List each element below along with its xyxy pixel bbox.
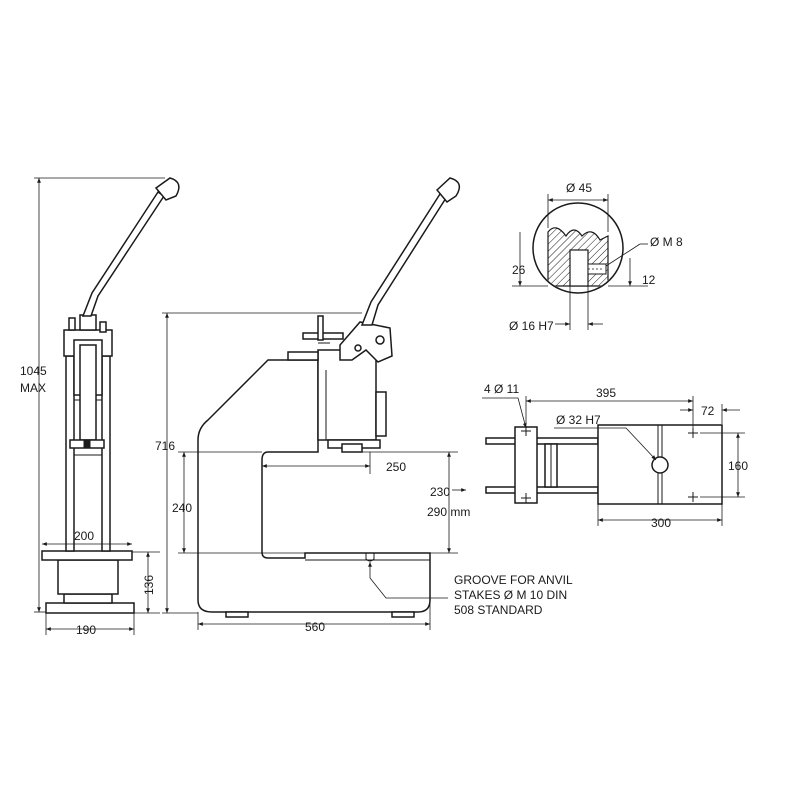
side-foot-right — [391, 611, 415, 618]
side-head-cover — [375, 391, 387, 437]
plan-edge: 72 — [701, 404, 715, 418]
side-lever-arm — [360, 192, 448, 326]
dim-base-length: 560 — [305, 620, 325, 634]
detail-depth: 26 — [512, 263, 526, 277]
side-foot-left — [225, 611, 249, 618]
dim-base-width-front: 190 — [76, 623, 96, 637]
groove-note-line3: 508 STANDARD — [454, 603, 543, 617]
dim-base-height: 136 — [142, 575, 156, 595]
side-lever-knob — [435, 177, 461, 203]
front-column-right — [101, 355, 111, 552]
plan-arm-top — [485, 437, 599, 445]
front-lever-knob — [154, 177, 180, 201]
dim-stroke-max: 290 mm — [427, 505, 470, 519]
front-lever-arm — [81, 190, 166, 317]
dim-height-side: 716 — [155, 439, 175, 453]
plan-mount-block — [514, 426, 538, 504]
dim-throat-height: 240 — [172, 501, 192, 515]
detail-bore — [569, 249, 589, 287]
plan-arm-bottom — [485, 486, 599, 494]
dim-height-total: 1045 — [20, 364, 47, 378]
plan-holes: 4 Ø 11 — [484, 382, 519, 396]
dim-stroke-min: 230 — [430, 485, 450, 499]
front-column-left — [65, 355, 75, 552]
front-pedestal — [57, 559, 119, 595]
detail-thread-depth: 12 — [642, 273, 656, 287]
side-view: 716 240 250 230 290 mm 560 GROOVE FOR AN… — [155, 177, 573, 634]
dim-height-total-max: MAX — [20, 381, 46, 395]
front-stop-left — [68, 317, 76, 331]
plan-bore — [651, 456, 669, 474]
side-pivot-2 — [354, 344, 362, 352]
dim-throat-depth: 250 — [386, 460, 406, 474]
front-tool-bolt — [83, 440, 91, 448]
detail-bore-label: Ø 16 H7 — [509, 319, 554, 333]
detail-diameter: Ø 45 — [566, 181, 592, 195]
plan-bore-label: Ø 32 H7 — [556, 413, 601, 427]
plan-view: 4 Ø 11 395 Ø 32 H7 72 160 300 — [482, 382, 748, 530]
plan-hole-2 — [688, 492, 698, 502]
side-clamp-spindle — [317, 315, 324, 341]
plan-table-width: 300 — [651, 516, 671, 530]
side-head-housing — [317, 349, 377, 441]
detail-view: Ø 45 Ø M 8 26 12 Ø 16 H7 — [509, 181, 683, 333]
side-pivot — [375, 335, 385, 345]
groove-note-line2: STAKES Ø M 10 DIN — [454, 588, 567, 602]
front-view: 1045 MAX 200 136 190 — [20, 177, 180, 637]
front-base-pad — [63, 593, 113, 604]
detail-thread: Ø M 8 — [650, 235, 683, 249]
front-ram — [79, 344, 97, 441]
plan-hole-1 — [688, 428, 698, 438]
front-base-plate — [45, 602, 135, 614]
side-clamp-bar — [287, 351, 319, 361]
groove-note-line1: GROOVE FOR ANVIL — [454, 573, 573, 587]
side-c-frame — [197, 359, 431, 613]
side-anvil-groove — [365, 553, 375, 562]
front-lever-boss — [79, 314, 97, 331]
plan-width: 160 — [728, 459, 748, 473]
side-ram-tool — [341, 443, 363, 453]
front-table — [41, 550, 133, 561]
plan-length: 395 — [596, 386, 616, 400]
dim-table-width-front: 200 — [74, 529, 94, 543]
plan-bolt-2 — [521, 493, 531, 503]
front-stop-right — [99, 321, 107, 333]
